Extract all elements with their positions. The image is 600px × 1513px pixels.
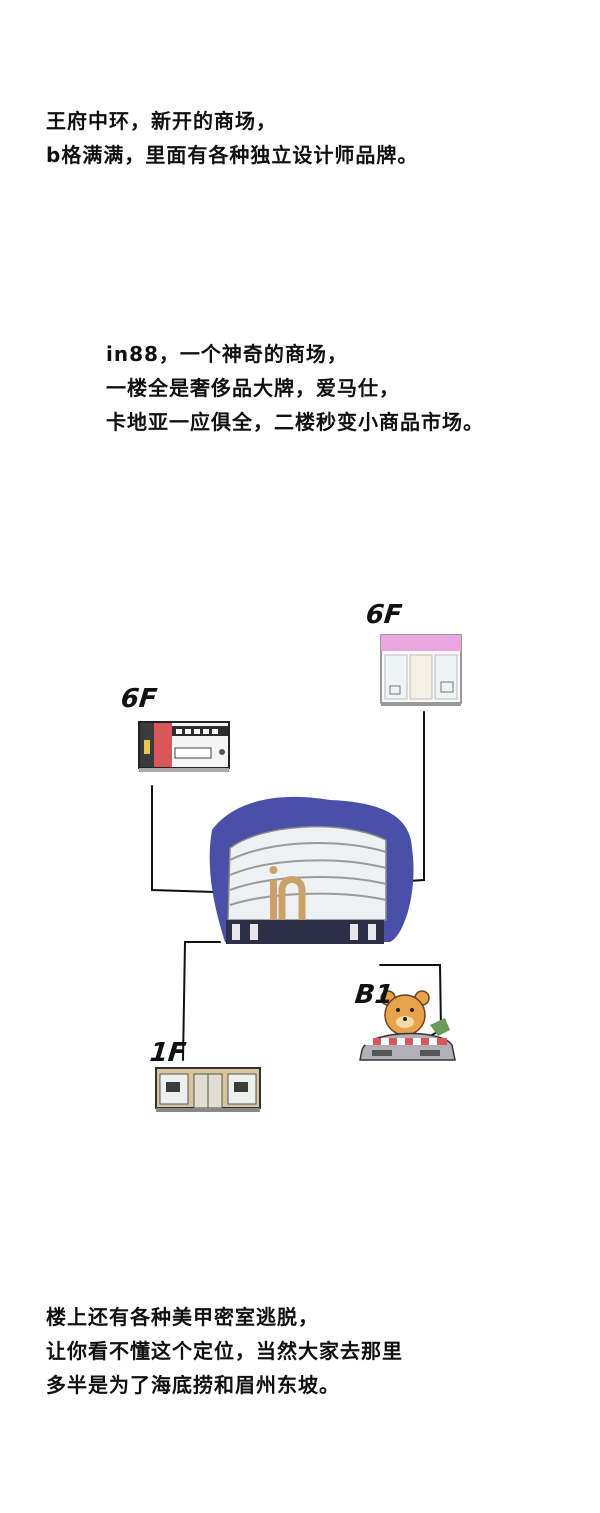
- floor-label-1f: 1F: [148, 1038, 188, 1068]
- intro-line: 王府中环，新开的商场，: [46, 109, 277, 133]
- outro-line: 楼上还有各种美甲密室逃脱，: [46, 1305, 319, 1329]
- description-line: 一楼全是奢侈品大牌，爱马仕，: [106, 376, 400, 400]
- store-6f-right-icon: [380, 634, 462, 706]
- intro-paragraph: 王府中环，新开的商场， b格满满，里面有各种独立设计师品牌。: [46, 104, 418, 172]
- connector-6f-left: [151, 785, 216, 893]
- floor-label-b1: B1: [353, 980, 395, 1010]
- store-1f-icon: [155, 1067, 261, 1112]
- intro-line: b格满满，里面有各种独立设计师品牌。: [46, 143, 419, 167]
- floor-label-6f-right: 6F: [364, 600, 404, 630]
- description-paragraph: in88，一个神奇的商场， 一楼全是奢侈品大牌，爱马仕， 卡地亚一应俱全，二楼秒…: [106, 337, 484, 439]
- connector-1f: [182, 941, 221, 1061]
- outro-paragraph: 楼上还有各种美甲密室逃脱， 让你看不懂这个定位，当然大家去那里 多半是为了海底捞…: [46, 1300, 403, 1402]
- outro-line: 多半是为了海底捞和眉州东坡。: [46, 1373, 340, 1397]
- outro-line: 让你看不懂这个定位，当然大家去那里: [46, 1339, 403, 1363]
- floor-label-6f-left: 6F: [119, 684, 159, 714]
- store-6f-left-icon: [138, 721, 230, 772]
- in88-mall-building-icon: [209, 796, 414, 944]
- b1-restaurant-icon: [359, 990, 456, 1061]
- description-line: in88，一个神奇的商场，: [106, 342, 348, 366]
- mall-floor-illustration: [138, 634, 462, 1112]
- description-line: 卡地亚一应俱全，二楼秒变小商品市场。: [106, 410, 484, 434]
